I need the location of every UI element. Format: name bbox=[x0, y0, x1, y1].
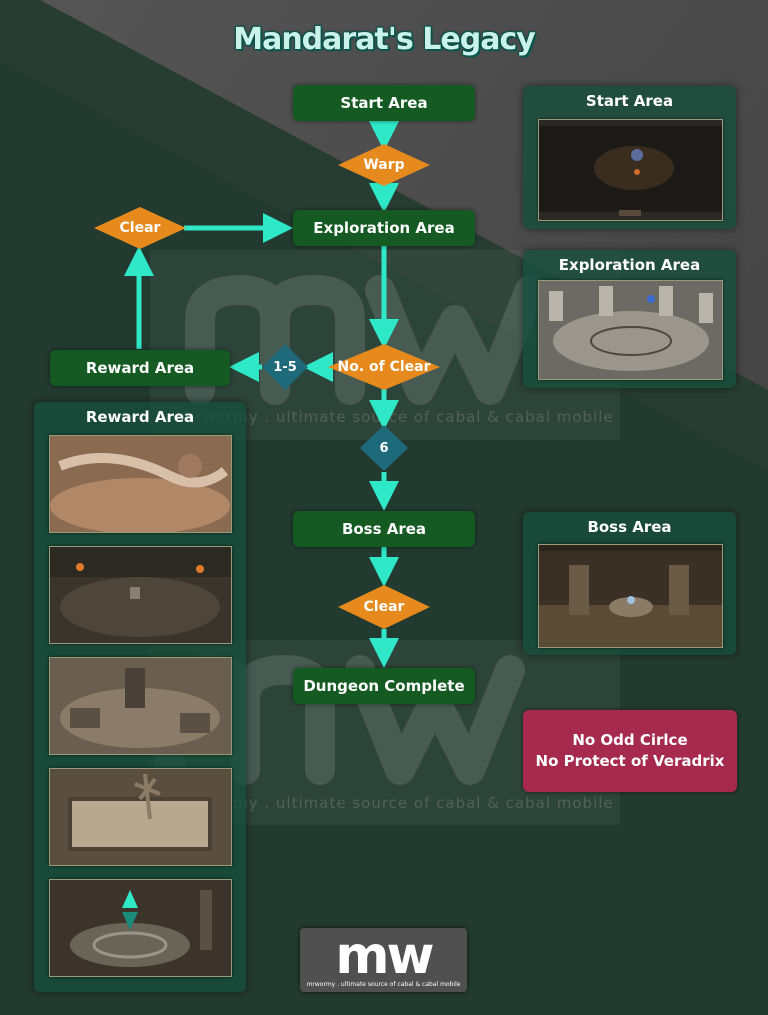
panel-reward-area: Reward Area bbox=[34, 402, 246, 992]
exploration-area-box: Exploration Area bbox=[293, 210, 475, 246]
restriction-note: No Odd Cirlce No Protect of Veradrix bbox=[523, 710, 737, 792]
boss-area-box: Boss Area bbox=[293, 511, 475, 547]
note-line-2: No Protect of Veradrix bbox=[535, 752, 725, 770]
reward-area-box: Reward Area bbox=[50, 350, 230, 386]
reward-screenshot-2 bbox=[49, 546, 232, 644]
diamond-warp bbox=[338, 144, 430, 186]
reward-screenshot-5 bbox=[49, 879, 232, 977]
start-area-box: Start Area bbox=[293, 85, 475, 121]
panel-start-area: Start Area bbox=[523, 86, 736, 229]
logo-tagline: mrwormy . ultimate source of cabal & cab… bbox=[306, 981, 461, 988]
panel-exploration-area: Exploration Area bbox=[523, 250, 736, 388]
branch-6-label: 6 bbox=[379, 440, 389, 456]
reward-screenshot-3 bbox=[49, 657, 232, 755]
clear-loop-label: Clear bbox=[119, 220, 161, 236]
diamond-6 bbox=[360, 425, 408, 471]
dungeon-complete-box: Dungeon Complete bbox=[293, 668, 475, 704]
no-of-clear-label: No. of Clear bbox=[337, 359, 431, 375]
note-line-1: No Odd Cirlce bbox=[572, 731, 688, 749]
watermark-tagline: mrwormy . ultimate source of cabal & cab… bbox=[180, 794, 614, 812]
site-logo: mw mrwormy . ultimate source of cabal & … bbox=[300, 926, 467, 992]
start-area-screenshot bbox=[538, 119, 723, 221]
boss-area-screenshot bbox=[538, 544, 723, 648]
panel-boss-area: Boss Area bbox=[523, 512, 736, 655]
warp-label: Warp bbox=[363, 157, 405, 173]
exploration-area-screenshot bbox=[538, 280, 723, 380]
logo-letters: mw bbox=[335, 926, 434, 986]
page-title: Mandarat's Legacy bbox=[233, 22, 536, 57]
reward-screenshot-4 bbox=[49, 768, 232, 866]
reward-screenshot-1 bbox=[49, 435, 232, 533]
panel-exploration-area-title: Exploration Area bbox=[558, 256, 701, 274]
diamond-clear-boss bbox=[338, 585, 430, 629]
panel-reward-area-title: Reward Area bbox=[85, 408, 195, 426]
diamond-no-of-clear bbox=[328, 344, 440, 390]
panel-start-area-title: Start Area bbox=[585, 92, 674, 110]
branch-1to5-label: 1-5 bbox=[273, 359, 297, 375]
panel-boss-area-title: Boss Area bbox=[587, 518, 672, 536]
clear-boss-label: Clear bbox=[363, 599, 405, 615]
diamond-clear-loop bbox=[94, 207, 186, 249]
diamond-1to5 bbox=[262, 344, 308, 390]
